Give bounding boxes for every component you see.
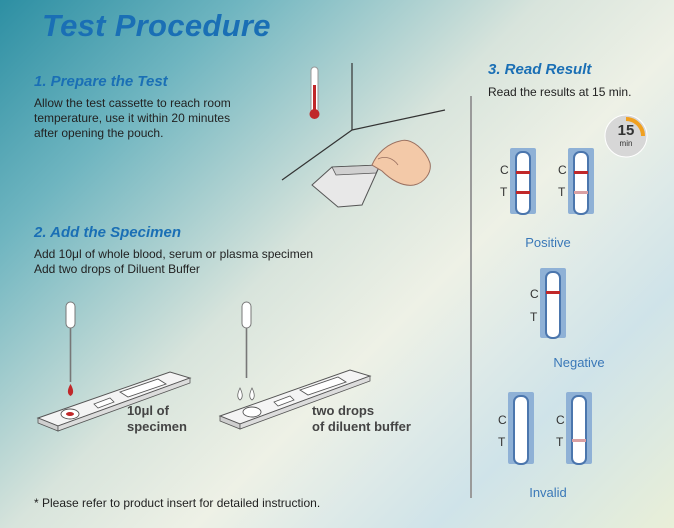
step1-line: Allow the test cassette to reach room [34, 96, 231, 110]
cassette-icon [36, 371, 192, 432]
timer-value: 15 [617, 122, 635, 139]
test-strip [513, 395, 529, 465]
step1-text: Allow the test cassette to reach room te… [34, 96, 294, 141]
buffer-annotation: two drops of diluent buffer [312, 403, 411, 435]
divider [470, 96, 472, 498]
dropper-icon [237, 301, 255, 401]
specimen-annotation: 10μl of specimen [127, 403, 187, 435]
c-label: C [556, 413, 565, 427]
step1-line: temperature, use it within 20 minutes [34, 111, 231, 125]
t-label: T [558, 185, 566, 199]
control-band [574, 171, 588, 174]
test-band [574, 191, 588, 194]
dropper-icon [65, 301, 76, 396]
c-label: C [498, 413, 507, 427]
c-label: C [558, 163, 567, 177]
step3-text: Read the results at 15 min. [488, 85, 632, 99]
t-label: T [530, 310, 538, 324]
step2-heading: 2. Add the Specimen [34, 224, 181, 241]
step2-line: Add two drops of Diluent Buffer [34, 262, 200, 276]
test-strip [545, 271, 561, 339]
cassette-icon [218, 369, 372, 430]
step2-line: Add 10μl of whole blood, serum or plasma… [34, 247, 314, 261]
t-label: T [500, 185, 508, 199]
step2-text: Add 10μl of whole blood, serum or plasma… [34, 247, 374, 277]
result-positive: Positive [525, 235, 571, 250]
timer-unit: min [619, 139, 633, 148]
buffer-illustration [218, 301, 372, 430]
result-invalid: Invalid [529, 485, 567, 500]
test-strip [515, 151, 531, 215]
timer-icon: 15 min [603, 113, 649, 159]
test-band [516, 191, 530, 194]
c-label: C [530, 287, 539, 301]
control-band [546, 291, 560, 294]
step1-heading: 1. Prepare the Test [34, 73, 168, 90]
specimen-illustration [36, 301, 192, 432]
annot-line: 10μl of [127, 403, 169, 418]
hand-pouch-icon [311, 139, 431, 208]
room-illustration [281, 63, 446, 208]
t-label: T [498, 435, 506, 449]
result-negative: Negative [553, 355, 605, 370]
t-label: T [556, 435, 564, 449]
control-band [516, 171, 530, 174]
annot-line: two drops [312, 403, 375, 418]
step1-line: after opening the pouch. [34, 126, 164, 140]
step3-heading: 3. Read Result [488, 61, 592, 78]
test-strip [573, 151, 589, 215]
test-strip [571, 395, 587, 465]
annot-line: of diluent buffer [312, 419, 411, 434]
test-band [572, 439, 586, 442]
thermometer-icon [309, 66, 320, 119]
c-label: C [500, 163, 509, 177]
annot-line: specimen [127, 419, 187, 434]
page-title: Test Procedure [42, 8, 271, 43]
footnote: * Please refer to product insert for det… [34, 496, 321, 510]
